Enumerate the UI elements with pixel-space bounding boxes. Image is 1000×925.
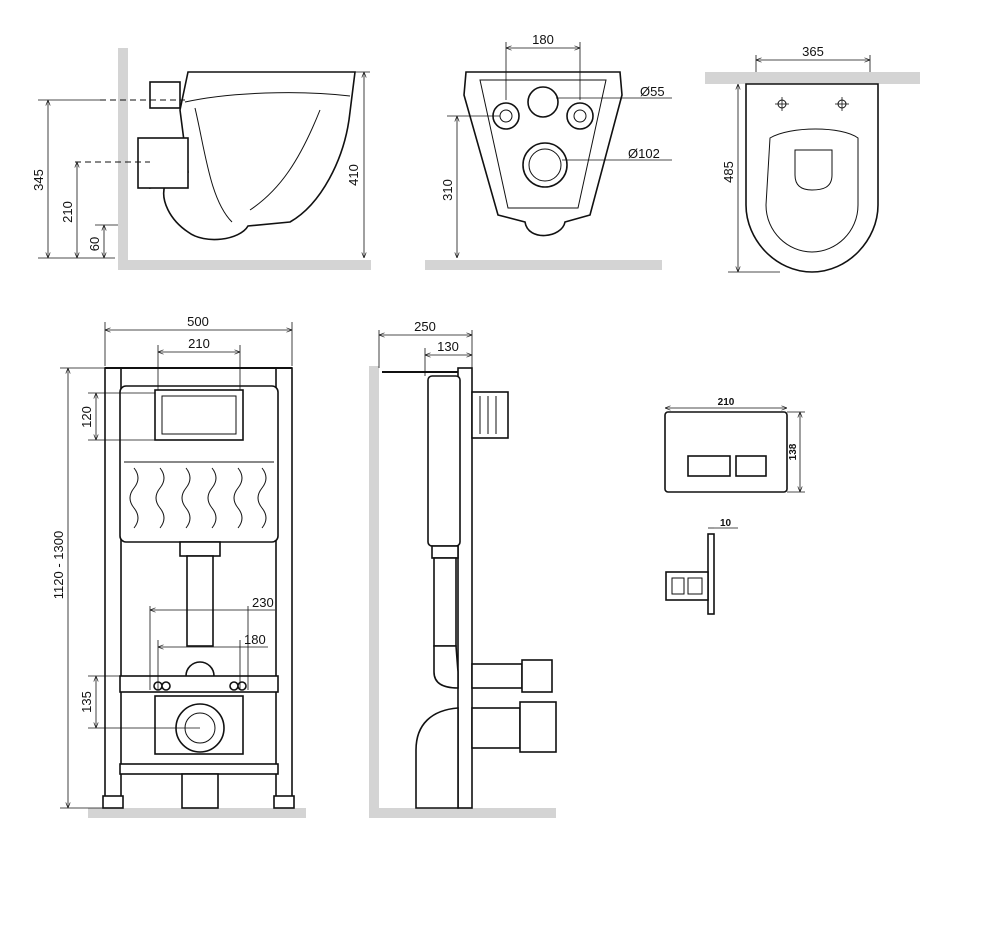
- dim-250: 250: [378, 319, 473, 368]
- toilet-bowl-top: [745, 83, 879, 273]
- dim-front-180-label: 180: [244, 632, 266, 647]
- dim-back-180-label: 180: [532, 32, 554, 47]
- dim-1120-label: 1120 - 1300: [51, 531, 66, 599]
- toilet-side-view: 345 210 60 410: [31, 48, 371, 270]
- dim-back-180: 180: [505, 32, 581, 100]
- dim-485: 485: [721, 84, 780, 273]
- dim-345-label: 345: [31, 169, 46, 191]
- dim-138: 138: [787, 411, 805, 493]
- dim-front-180: 180: [157, 632, 268, 690]
- dim-102: Ø102: [562, 146, 672, 161]
- dim-130-label: 130: [437, 339, 459, 354]
- dim-310-label: 310: [440, 179, 455, 201]
- dim-500-label: 500: [187, 314, 209, 329]
- dim-500: 500: [104, 314, 293, 366]
- dim-120-label: 120: [79, 406, 94, 428]
- dim-frame-210: 210: [157, 336, 241, 390]
- dim-365-label: 365: [802, 44, 824, 59]
- dim-102-label: Ø102: [628, 146, 660, 161]
- dim-1120-1300: 1120 - 1300: [51, 367, 105, 809]
- frame-front-view: 500 210 120 1120 - 1300 230: [51, 314, 306, 818]
- dim-138-label: 138: [788, 443, 799, 460]
- dim-frame-210-label: 210: [188, 336, 210, 351]
- dim-60-label: 60: [87, 237, 102, 251]
- dim-250-label: 250: [414, 319, 436, 334]
- dim-10-label: 10: [720, 518, 732, 529]
- dim-55: Ø55: [556, 84, 672, 99]
- dim-button-210-label: 210: [718, 397, 735, 408]
- toilet-back-view: 180 310 Ø55 Ø102: [425, 32, 672, 270]
- dim-button-210: 210: [665, 397, 787, 408]
- toilet-bowl-side: [149, 71, 356, 241]
- dim-120: 120: [79, 392, 155, 441]
- dim-410: 410: [346, 71, 370, 258]
- dim-345: 345: [31, 99, 115, 259]
- dim-130: 130: [424, 339, 472, 376]
- dim-230: 230: [149, 595, 275, 690]
- toilet-top-view: 365 485: [705, 44, 920, 273]
- dim-135-label: 135: [79, 691, 94, 713]
- dim-135: 135: [79, 675, 200, 729]
- dim-10: 10: [708, 518, 738, 529]
- flush-button-front: 210 138: [664, 397, 805, 493]
- flush-plate: [664, 411, 788, 493]
- dim-210-label: 210: [60, 201, 75, 223]
- dim-210: 210: [60, 162, 77, 258]
- dim-410-label: 410: [346, 164, 361, 186]
- dim-60: 60: [87, 224, 118, 258]
- dim-55-label: Ø55: [640, 84, 665, 99]
- frame-side-view: 250 130: [369, 319, 557, 818]
- dim-485-label: 485: [721, 161, 736, 183]
- flush-button-side: 10: [665, 518, 738, 615]
- dim-365: 365: [755, 44, 871, 72]
- dim-230-label: 230: [252, 595, 274, 610]
- dim-310: 310: [440, 115, 500, 258]
